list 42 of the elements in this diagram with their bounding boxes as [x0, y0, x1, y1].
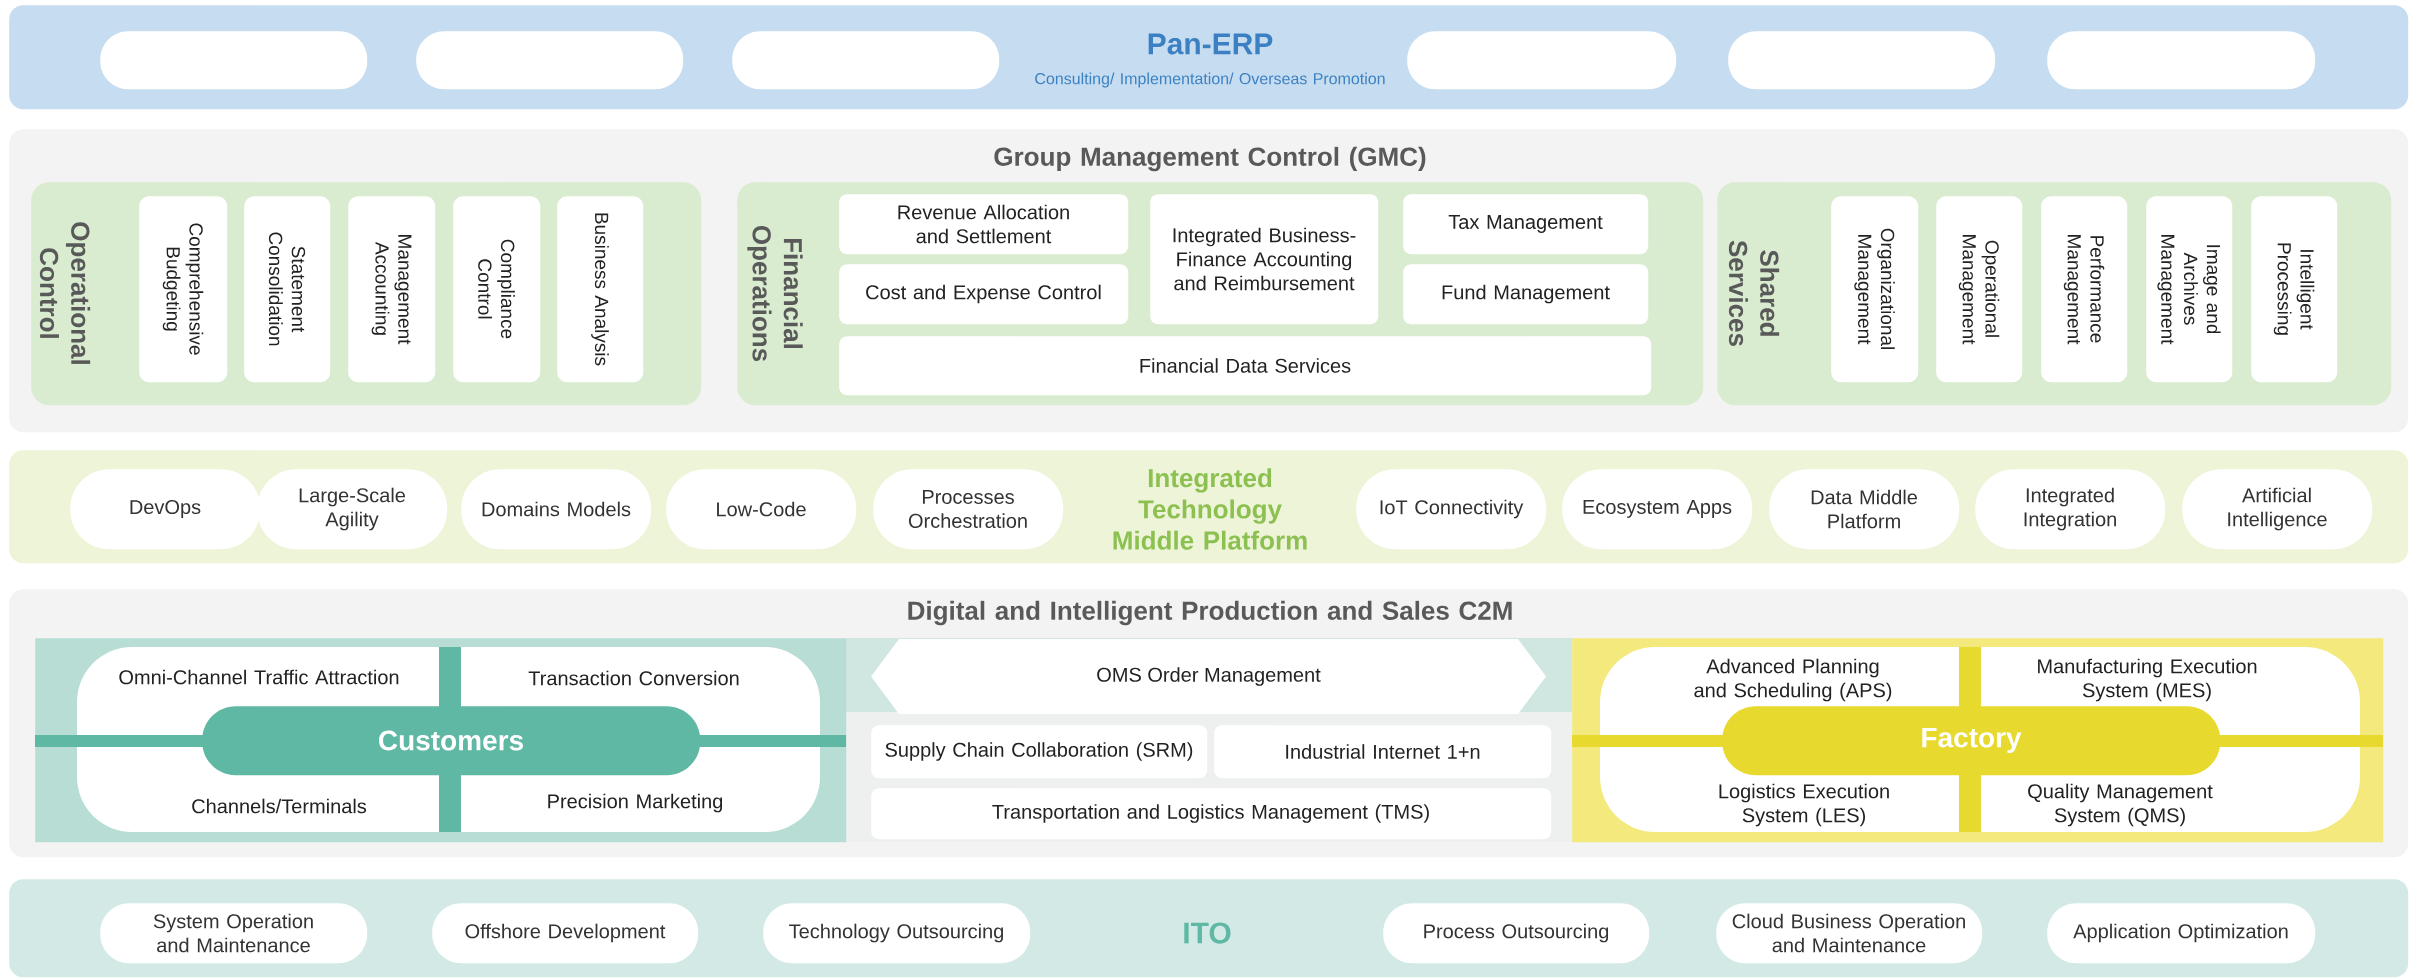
- rounded-box: Processes Orchestration: [873, 469, 1064, 550]
- process-box: Cost and Expense Control: [839, 264, 1129, 325]
- double-arrow-box: OMS Order Management: [871, 639, 1546, 714]
- vertical-box: Business Analysis: [557, 196, 644, 383]
- vertical-box: Performance Management: [2041, 196, 2128, 383]
- process-box: Integrated Business-Finance Accounting and Reimbursement: [1150, 194, 1379, 325]
- process-box: Industrial Internet 1+n: [1214, 725, 1552, 779]
- rounded-box: Data Middle Platform: [1769, 469, 1960, 550]
- vertical-box: Operational Management: [1936, 196, 2023, 383]
- rounded-box: [732, 31, 1000, 90]
- rounded-box: Low-Code: [666, 469, 857, 550]
- vertical-box: Intelligent Processing: [2251, 196, 2338, 383]
- rounded-box: [1407, 31, 1677, 90]
- rounded-box: Ecosystem Apps: [1562, 469, 1753, 550]
- rounded-box: Technology Outsourcing: [763, 903, 1031, 964]
- process-box: Revenue Allocation and Settlement: [839, 194, 1129, 255]
- process-box: Fund Management: [1403, 264, 1649, 325]
- process-box: Financial Data Services: [839, 336, 1652, 396]
- vertical-box: Compliance Control: [453, 196, 541, 383]
- process-box: Supply Chain Collaboration (SRM): [871, 725, 1208, 779]
- rounded-box: Domains Models: [461, 469, 652, 550]
- vertical-box: Statement Consolidation: [244, 196, 331, 383]
- rounded-box: Process Outsourcing: [1383, 903, 1650, 964]
- rounded-box: Offshore Development: [432, 903, 699, 964]
- rounded-box: Cloud Business Operation and Maintenance: [1716, 903, 1983, 964]
- rounded-box: DevOps: [70, 469, 261, 550]
- rounded-box: [2047, 31, 2316, 90]
- rounded-box: [416, 31, 684, 90]
- rounded-box: [1728, 31, 1996, 90]
- vertical-box: Image and Archives Management: [2146, 196, 2233, 383]
- rounded-box: [100, 31, 368, 90]
- rounded-box: Large-Scale Agility: [257, 469, 448, 550]
- rounded-box: Application Optimization: [2047, 903, 2316, 964]
- vertical-box: Management Accounting: [348, 196, 436, 383]
- rounded-box: Artificial Intelligence: [2182, 469, 2373, 550]
- rounded-box: IoT Connectivity: [1356, 469, 1547, 550]
- process-box: Tax Management: [1403, 194, 1649, 255]
- vertical-box: Comprehensive Budgeting: [139, 196, 228, 383]
- vertical-box: Organizational Management: [1831, 196, 1919, 383]
- process-box: Transportation and Logistics Management (TMS): [871, 788, 1552, 840]
- rounded-box: Integrated Integration: [1975, 469, 2166, 550]
- rounded-box: System Operation and Maintenance: [100, 903, 368, 964]
